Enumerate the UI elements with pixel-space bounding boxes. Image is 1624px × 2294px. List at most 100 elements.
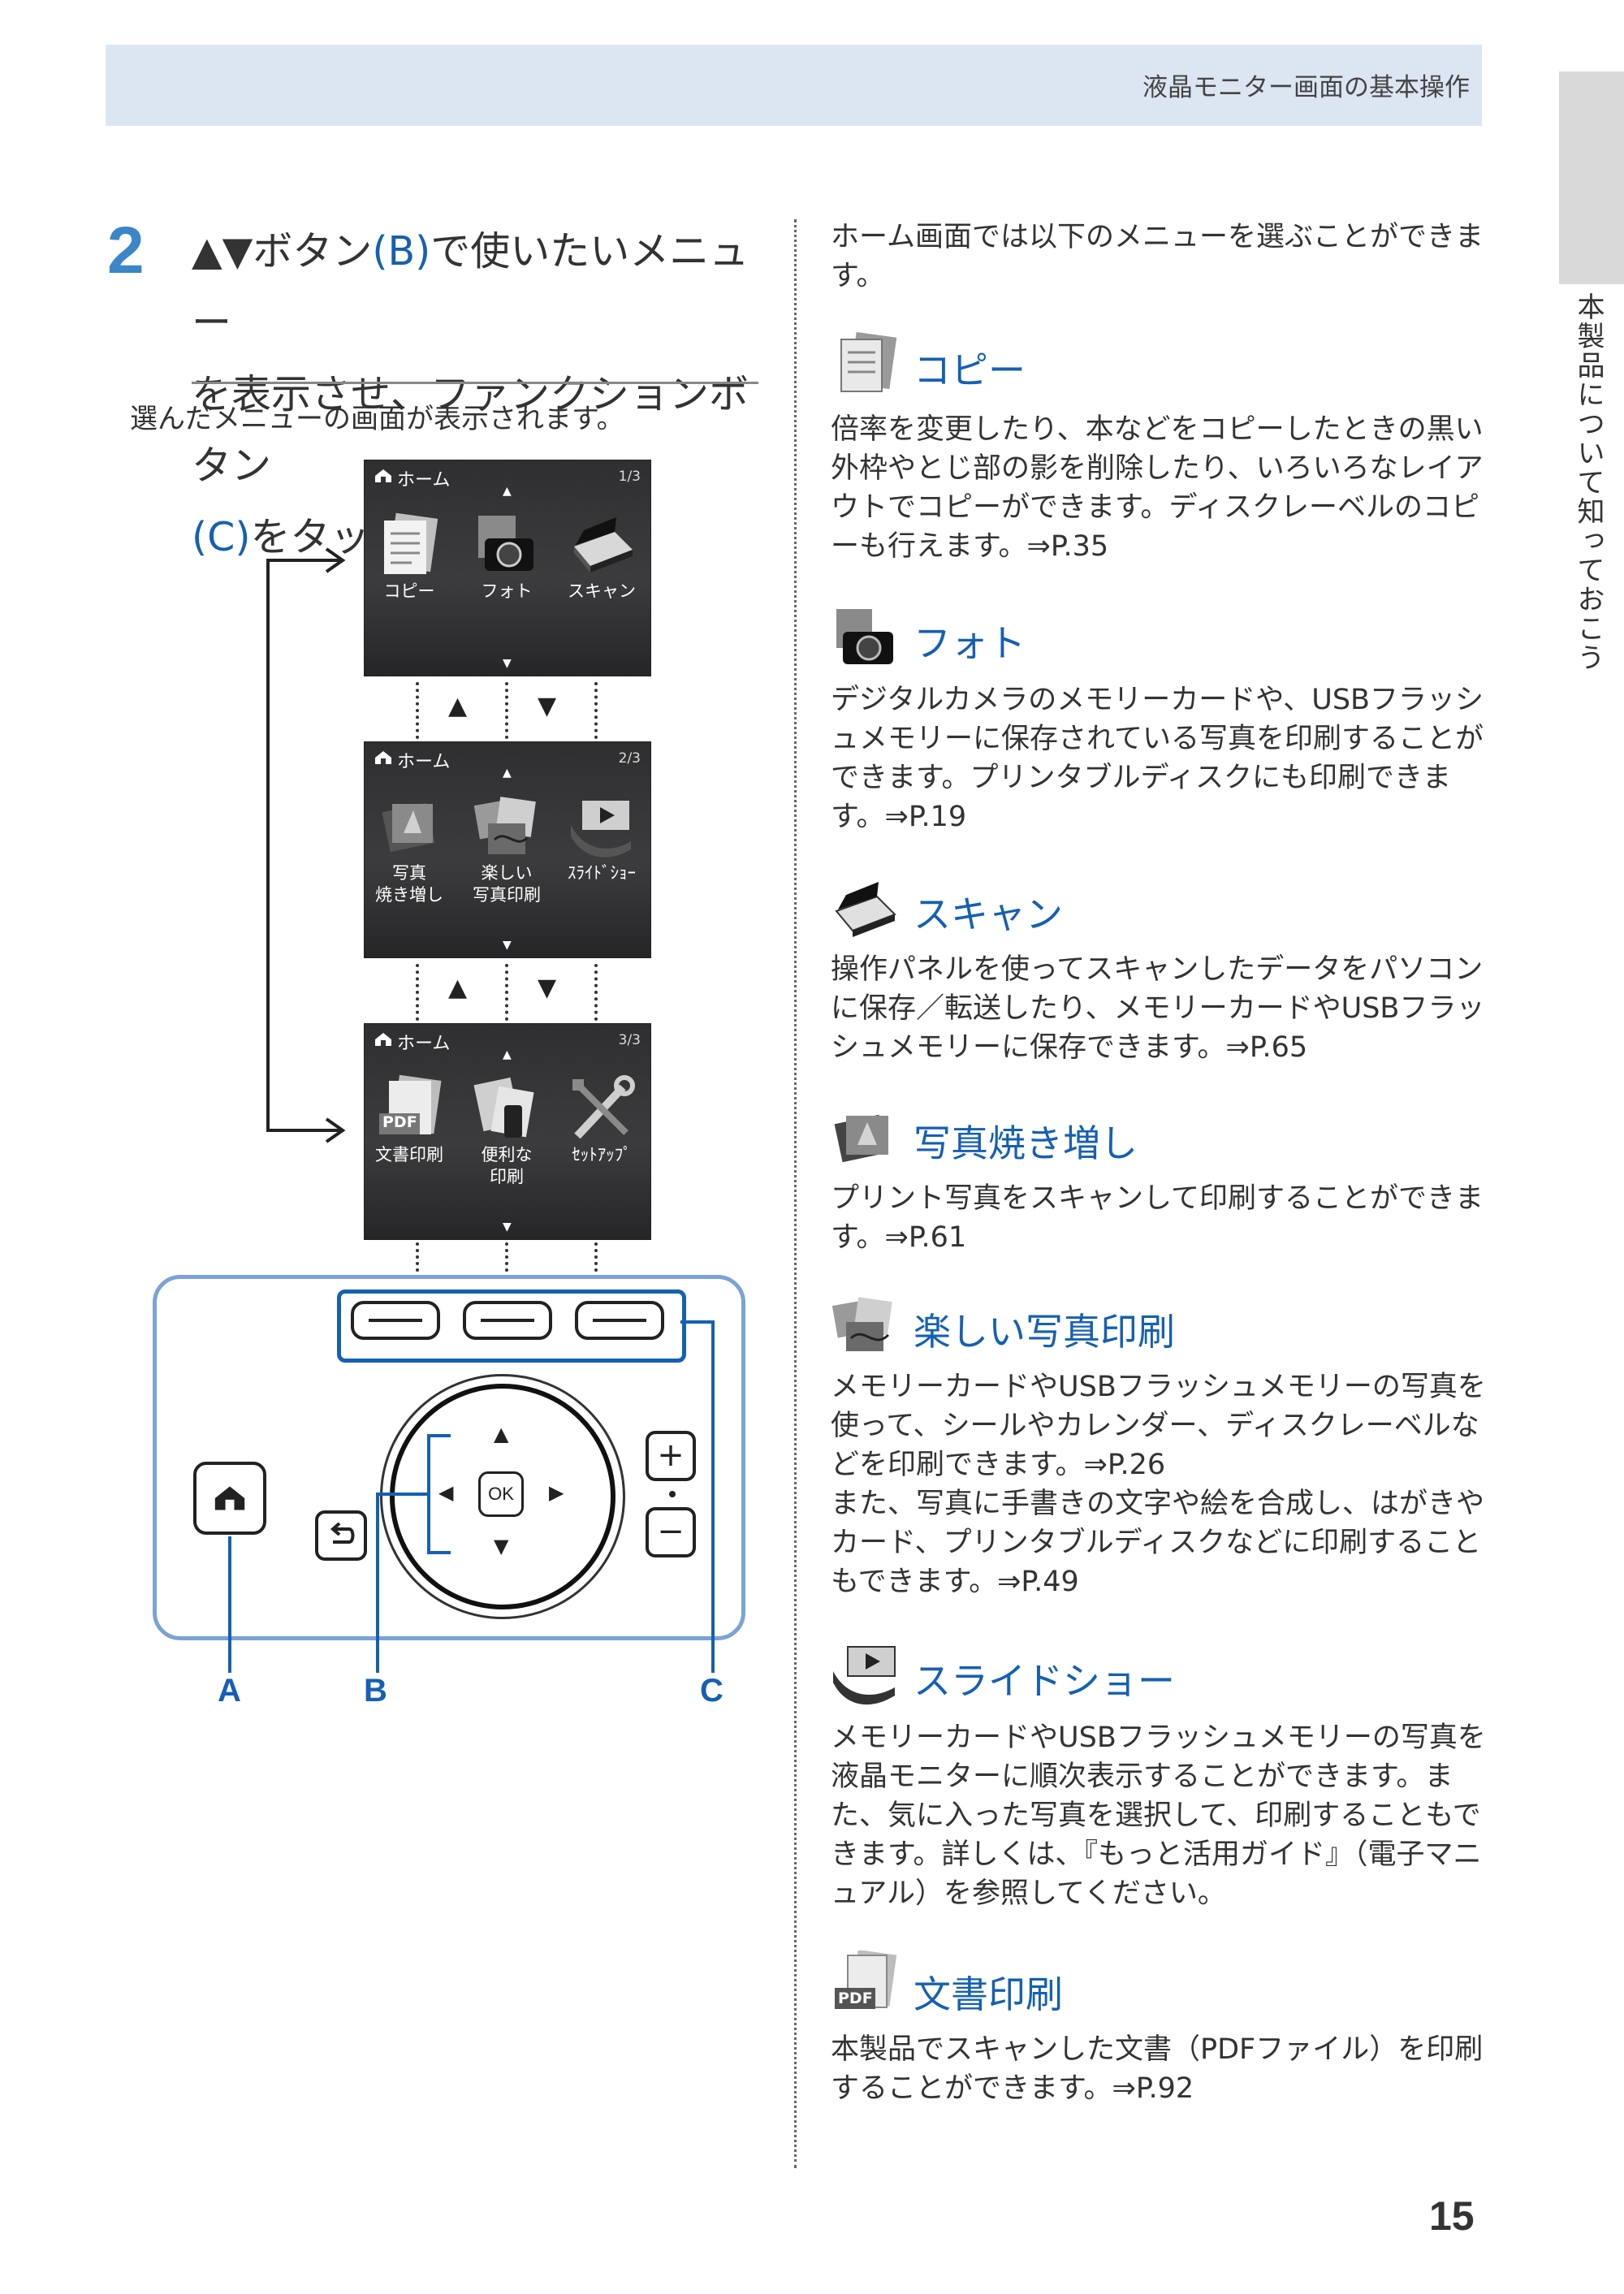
menu-label: 楽しい 写真印刷 <box>473 863 541 905</box>
callout-b: B <box>364 1673 387 1709</box>
column-divider <box>794 219 797 2168</box>
back-icon <box>330 1522 355 1544</box>
nav-right-button[interactable]: ▶ <box>549 1481 564 1504</box>
menu-label: 便利な 印刷 <box>481 1145 533 1186</box>
section-body-document-print: 本製品でスキャンした文書（PDFファイル）を印刷することができます。⇒P.92 <box>831 2033 1484 2105</box>
home-button[interactable] <box>193 1462 266 1535</box>
page-indicator: 3/3 <box>618 1032 641 1048</box>
section-body-photo-reprint: プリント写真をスキャンして印刷することができます。⇒P.61 <box>831 1182 1484 1254</box>
nav-left-button[interactable]: ◀ <box>438 1481 454 1504</box>
photo-reprint-icon <box>834 1114 888 1163</box>
copy-icon <box>840 331 897 392</box>
step-title-part: で使いたいメニュー <box>192 228 749 346</box>
setup-icon <box>572 1075 635 1139</box>
down-arrow-icon: ▼ <box>538 974 557 1002</box>
dotted-connector <box>505 1242 508 1291</box>
header-title: 液晶モニター画面の基本操作 <box>1142 73 1470 102</box>
minus-button[interactable]: − <box>646 1507 696 1557</box>
scroll-wheel[interactable] <box>390 1384 615 1609</box>
scan-icon <box>574 517 633 572</box>
dotted-connector <box>416 964 419 1021</box>
section-body-copy: 倍率を変更したり、本などをコピーしたときの黒い外枠やとじ部の影を削除したり、いろ… <box>831 413 1484 563</box>
dotted-connector <box>505 964 508 1021</box>
scroll-down-icon: ▼ <box>503 939 512 952</box>
section-heading-copy: コピー <box>914 348 1026 392</box>
home-icon <box>375 751 391 764</box>
step-title-callout-b: (B) <box>372 228 431 274</box>
ok-button[interactable]: OK <box>478 1471 524 1517</box>
lcd-screen-page-3: ホーム 3/3 ▲ PDF 文書印刷 便利な 印刷 ｾｯﾄｱｯﾌﾟ ▼ <box>364 1023 651 1240</box>
section-body-slideshow: メモリーカードやUSBフラッシュメモリーの写真を液晶モニターに順次表示することが… <box>831 1722 1486 1910</box>
dotted-connector <box>416 682 419 739</box>
scroll-up-icon: ▲ <box>503 767 512 780</box>
home-icon <box>375 1033 391 1046</box>
nav-down-button[interactable]: ▼ <box>494 1535 509 1557</box>
step-rule <box>192 382 758 384</box>
pdf-badge: PDF <box>838 1989 873 2007</box>
dotted-connector <box>416 1242 419 1291</box>
dotted-connector <box>594 682 598 739</box>
home-icon <box>214 1486 245 1510</box>
home-label: ホーム <box>397 1034 451 1054</box>
callout-lines <box>228 1320 715 1673</box>
scan-icon <box>835 882 896 937</box>
step-title-part: を表示させ、ファンクションボタン <box>192 371 749 489</box>
section-heading-scan: スキャン <box>914 892 1063 936</box>
plus-button[interactable]: + <box>646 1431 696 1481</box>
pdf-badge: PDF <box>382 1113 417 1131</box>
function-button-center[interactable] <box>463 1301 552 1340</box>
side-tab-label: 本製品について知っておこう <box>1572 292 1605 672</box>
nav-up-button[interactable]: ▲ <box>494 1423 509 1445</box>
scroll-up-icon: ▲ <box>503 1048 512 1061</box>
home-label: ホーム <box>397 752 451 772</box>
plus-minus-dot <box>669 1491 676 1497</box>
document-print-icon: PDF <box>830 1951 900 2015</box>
menu-label: 文書印刷 <box>375 1145 443 1164</box>
intro-text: ホーム画面では以下のメニューを選ぶことができます。 <box>831 221 1484 292</box>
fun-photo-print-icon <box>473 797 536 854</box>
scroll-down-icon: ▼ <box>503 657 512 670</box>
scroll-down-icon: ▼ <box>503 1220 512 1233</box>
page-indicator: 2/3 <box>618 750 641 767</box>
dotted-connector <box>505 682 508 739</box>
loop-arrow <box>266 547 346 1143</box>
down-arrow-icon: ▼ <box>538 692 557 720</box>
home-label: ホーム <box>397 470 451 490</box>
section-body-scan: 操作パネルを使ってスキャンしたデータをパソコンに保存／転送したり、メモリーカード… <box>831 953 1485 1064</box>
photo-icon <box>478 516 533 571</box>
page-number: 15 <box>1429 2193 1475 2239</box>
callout-a: A <box>218 1673 241 1709</box>
dotted-connector <box>594 964 598 1021</box>
back-button[interactable] <box>315 1510 367 1561</box>
menu-label: フォト <box>481 581 533 601</box>
scroll-wheel-outer[interactable] <box>380 1374 625 1619</box>
step-title-part: ▲▼ボタン <box>192 228 373 274</box>
step-number: 2 <box>107 214 145 287</box>
home-icon <box>375 469 391 482</box>
photo-icon <box>836 609 893 664</box>
handy-print-icon <box>473 1077 534 1138</box>
slideshow-icon <box>833 1646 896 1705</box>
function-button-right[interactable] <box>575 1301 664 1340</box>
function-button-left[interactable] <box>351 1301 440 1340</box>
dotted-connector <box>594 1242 598 1291</box>
section-heading-photo-reprint: 写真焼き増し <box>914 1121 1138 1165</box>
header-band <box>106 45 1482 126</box>
slideshow-icon <box>571 801 631 858</box>
step-title-callout-c: (C) <box>192 514 251 560</box>
section-heading-fun-photo-print: 楽しい写真印刷 <box>914 1310 1175 1354</box>
section-heading-slideshow: スライドショー <box>914 1659 1175 1703</box>
photo-reprint-icon <box>382 802 435 853</box>
up-arrow-icon: ▲ <box>448 974 468 1002</box>
section-heading-document-print: 文書印刷 <box>914 1972 1063 2016</box>
up-arrow-icon: ▲ <box>448 692 468 720</box>
fun-photo-print-icon <box>831 1297 892 1351</box>
lcd-screen-page-2: ホーム 2/3 ▲ 写真 焼き増し 楽しい 写真印刷 ｽﾗｲﾄﾞｼｮｰ ▼ <box>364 741 651 958</box>
function-buttons-highlight <box>337 1290 686 1363</box>
side-tab <box>1559 71 1624 284</box>
menu-label: コピー <box>383 581 435 601</box>
callout-c: C <box>700 1673 723 1709</box>
step-subtitle: 選んだメニューの画面が表示されます。 <box>130 403 624 435</box>
section-body-fun-photo-print: メモリーカードやUSBフラッシュメモリーの写真を使って、シールやカレンダー、ディ… <box>831 1371 1486 1598</box>
document-print-icon: PDF <box>374 1073 446 1144</box>
